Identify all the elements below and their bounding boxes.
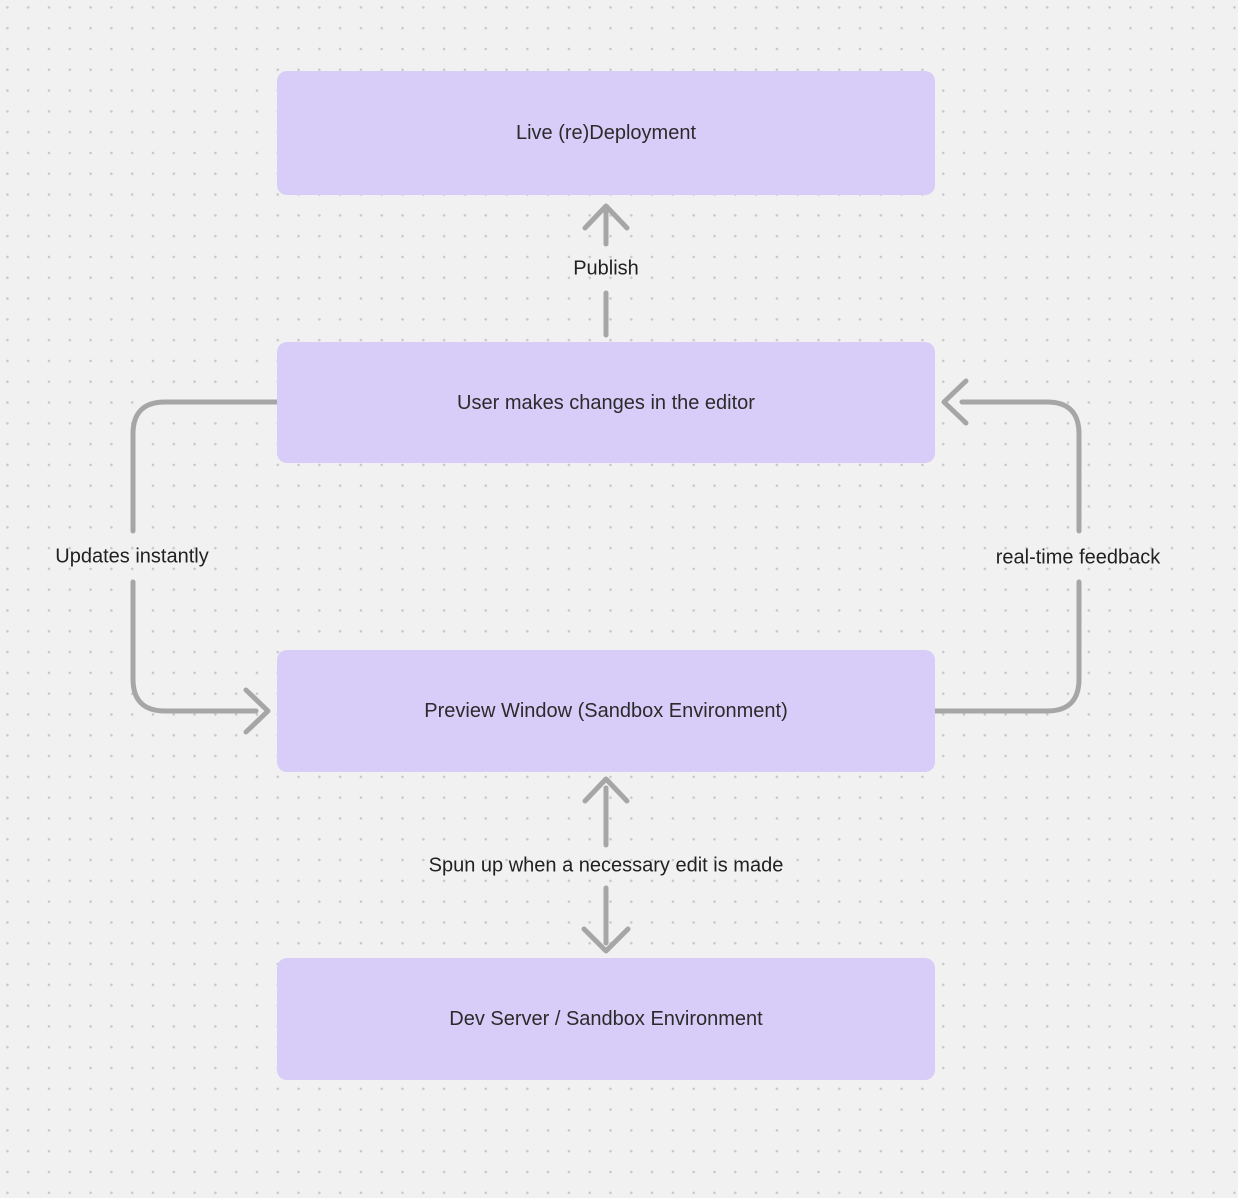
updates-instantly-line-bottom bbox=[130, 579, 259, 714]
publish-arrow-head-up-icon bbox=[582, 203, 630, 231]
node-label: User makes changes in the editor bbox=[457, 391, 755, 414]
node-label: Preview Window (Sandbox Environment) bbox=[424, 700, 788, 722]
spun-up-arrow-head-up-icon bbox=[582, 776, 630, 804]
node-label: Live (re)Deployment bbox=[515, 122, 697, 144]
spun-up-arrow-head-down-icon bbox=[581, 926, 631, 954]
edge-label-updates-instantly: Updates instantly bbox=[55, 545, 209, 568]
realtime-feedback-line-top bbox=[959, 399, 1082, 534]
realtime-feedback-arrow-head-left-icon bbox=[941, 378, 969, 426]
updates-instantly-line-top bbox=[130, 399, 280, 534]
node-dev-server: Dev Server / Sandbox Environment bbox=[277, 958, 935, 1080]
updates-instantly-arrow-head-right-icon bbox=[243, 687, 271, 735]
edge-label-publish: Publish bbox=[573, 257, 639, 280]
edge-label-spun-up: Spun up when a necessary edit is made bbox=[428, 854, 784, 877]
node-live-redeployment: Live (re)Deployment bbox=[277, 71, 935, 195]
node-user-editor: User makes changes in the editor bbox=[277, 342, 935, 463]
realtime-feedback-line-bottom bbox=[932, 579, 1082, 714]
node-label: Dev Server / Sandbox Environment bbox=[449, 1008, 763, 1030]
node-preview-window: Preview Window (Sandbox Environment) bbox=[277, 650, 935, 772]
edge-label-realtime-feedback: real-time feedback bbox=[995, 546, 1161, 569]
